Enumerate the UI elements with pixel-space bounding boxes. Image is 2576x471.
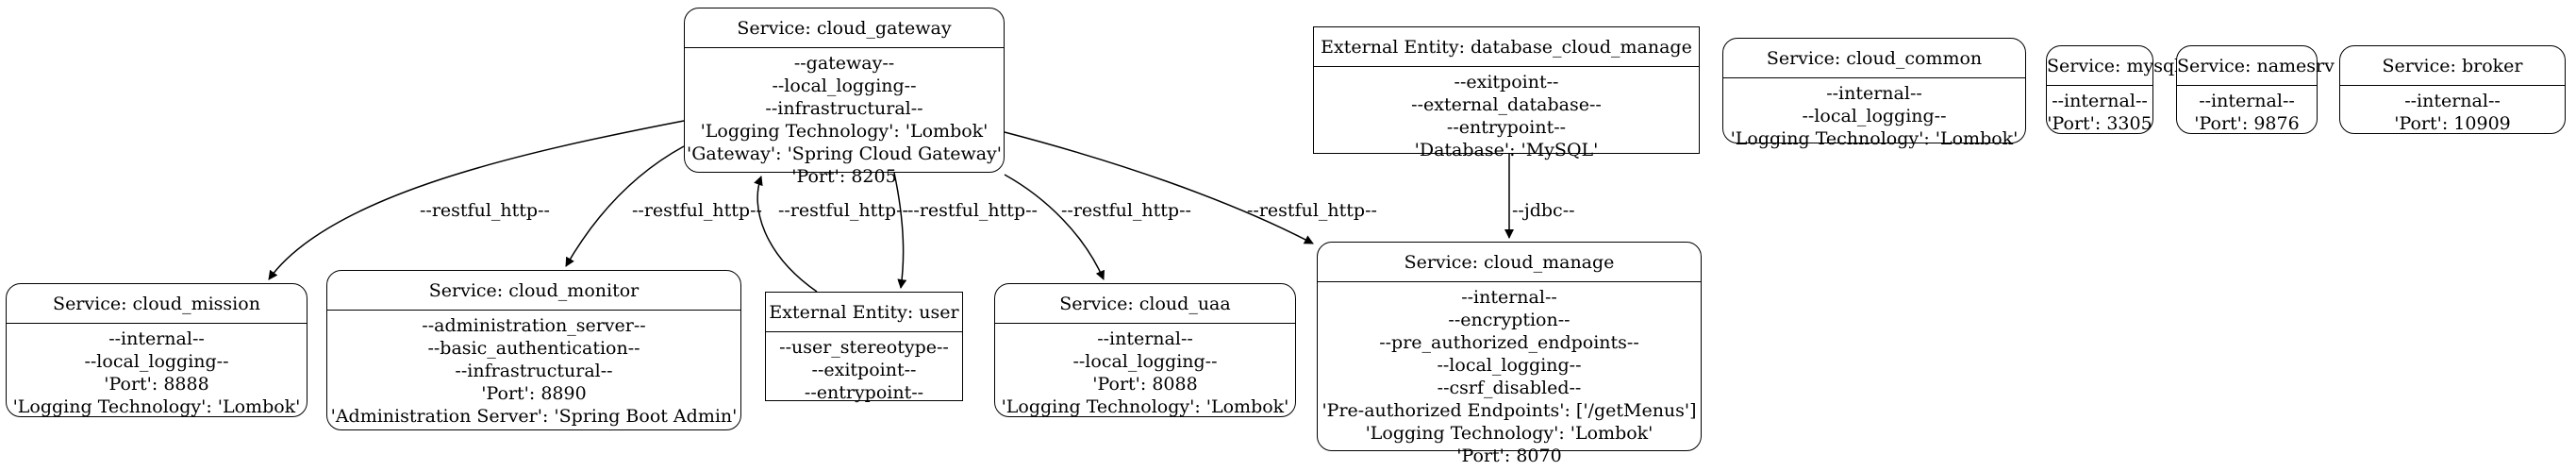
edge-label: --restful_http--	[420, 200, 550, 221]
node-property-line: --user_stereotype--	[779, 337, 949, 358]
node-property-line: --infrastructural--	[765, 98, 923, 119]
node-property-line: 'Port': 8890	[481, 383, 587, 404]
node-property-line: --basic_authentication--	[427, 338, 640, 359]
node-property-line: --local_logging--	[84, 351, 229, 372]
edge-label: --restful_http--	[1247, 200, 1377, 221]
node-title: External Entity: database_cloud_manage	[1314, 27, 1699, 67]
node-cloud-common: Service: cloud_common --internal----local…	[1722, 38, 2026, 149]
edge-cloud-gateway-to-cloud-mission	[268, 120, 685, 280]
node-property-line: 'Port': 8205	[791, 166, 897, 187]
node-cloud-gateway: Service: cloud_gateway --gateway----local…	[684, 8, 1005, 187]
node-property-line: --local_logging--	[1072, 351, 1218, 372]
node-properties: --internal----local_logging--'Port': 808…	[995, 324, 1295, 422]
node-property-line: 'Logging Technology': 'Lombok'	[1730, 128, 2019, 149]
node-mysql: Service: mysql --internal--'Port': 3305	[2046, 45, 2180, 134]
node-property-line: --exitpoint--	[1454, 72, 1559, 93]
node-properties: --internal--'Port': 3305	[2047, 86, 2152, 139]
node-namesrv: Service: namesrv --internal--'Port': 9876	[2176, 45, 2335, 134]
node-property-line: --internal--	[1461, 287, 1557, 308]
node-title: Service: namesrv	[2177, 46, 2335, 86]
node-property-line: --internal--	[108, 328, 205, 349]
node-property-line: --gateway--	[793, 53, 895, 74]
node-property-line: 'Logging Technology': 'Lombok'	[700, 121, 989, 142]
node-properties: --gateway----local_logging----infrastruc…	[685, 48, 1004, 192]
edge-label: --restful_http--	[1061, 200, 1191, 221]
node-user: External Entity: user --user_stereotype--…	[765, 292, 963, 403]
node-broker: Service: broker --internal--'Port': 10909	[2339, 45, 2566, 134]
node-property-line: 'Port': 10909	[2394, 113, 2511, 134]
node-property-line: --entrypoint--	[1446, 117, 1567, 138]
node-database-cloud-manage: External Entity: database_cloud_manage --…	[1313, 26, 1700, 160]
node-property-line: --pre_authorized_endpoints--	[1379, 332, 1639, 353]
node-property-line: --internal--	[2199, 91, 2295, 111]
node-property-line: --csrf_disabled--	[1437, 378, 1582, 398]
node-property-line: --local_logging--	[772, 76, 917, 96]
node-title: Service: cloud_common	[1723, 39, 2025, 78]
node-property-line: --entrypoint--	[804, 382, 924, 403]
node-properties: --internal--'Port': 9876	[2177, 86, 2317, 139]
node-title: Service: cloud_uaa	[995, 284, 1295, 324]
edge-cloud-gateway-to-cloud-manage	[1004, 131, 1314, 244]
node-properties: --user_stereotype----exitpoint----entryp…	[766, 332, 962, 408]
node-properties: --internal--'Port': 10909	[2340, 86, 2565, 139]
node-properties: --internal----local_logging--'Logging Te…	[1723, 78, 2025, 154]
node-property-line: 'Pre-authorized Endpoints': ['/getMenus'…	[1321, 400, 1697, 421]
node-properties: --exitpoint----external_database----entr…	[1314, 67, 1699, 165]
node-cloud-manage: Service: cloud_manage --internal----encry…	[1317, 242, 1702, 466]
node-properties: --internal----encryption----pre_authoriz…	[1318, 282, 1701, 471]
node-property-line: 'Port': 8070	[1456, 446, 1562, 466]
node-property-line: --internal--	[2052, 91, 2148, 111]
node-property-line: --local_logging--	[1437, 355, 1582, 376]
node-properties: --internal----local_logging--'Port': 888…	[7, 324, 307, 422]
edges-layer: --restful_http----restful_http----restfu…	[268, 120, 1575, 293]
node-property-line: 'Logging Technology': 'Lombok'	[12, 396, 301, 417]
node-title: Service: mysql	[2047, 46, 2180, 86]
edge-user-to-cloud-gateway	[754, 176, 818, 293]
node-property-line: --local_logging--	[1802, 106, 1947, 126]
node-property-line: --internal--	[1097, 328, 1193, 349]
node-property-line: --encryption--	[1448, 310, 1571, 330]
node-property-line: --internal--	[1826, 83, 1922, 104]
node-property-line: --infrastructural--	[455, 361, 613, 381]
node-title: Service: broker	[2340, 46, 2565, 86]
node-property-line: --external_database--	[1411, 94, 1602, 115]
node-property-line: 'Port': 8888	[104, 374, 209, 395]
node-property-line: --administration_server--	[422, 315, 646, 336]
node-title: Service: cloud_monitor	[327, 271, 740, 311]
node-property-line: 'Database': 'MySQL'	[1414, 140, 1599, 160]
edge-label: --restful_http--	[778, 200, 908, 221]
node-property-line: --internal--	[2404, 91, 2501, 111]
node-property-line: 'Port': 3305	[2047, 113, 2152, 134]
node-cloud-uaa: Service: cloud_uaa --internal----local_lo…	[994, 283, 1296, 417]
node-properties: --administration_server----basic_authent…	[327, 311, 740, 431]
node-title: Service: cloud_manage	[1318, 243, 1701, 282]
node-title: Service: cloud_mission	[7, 284, 307, 324]
node-cloud-monitor: Service: cloud_monitor--administration_s…	[326, 270, 741, 430]
edge-cloud-gateway-to-user	[893, 172, 907, 289]
node-property-line: 'Logging Technology': 'Lombok'	[1001, 396, 1289, 417]
node-property-line: 'Port': 8088	[1092, 374, 1198, 395]
node-title: Service: cloud_gateway	[685, 8, 1004, 48]
architecture-diagram: --restful_http----restful_http----restfu…	[6, 8, 2566, 466]
edge-label: --restful_http--	[632, 200, 762, 221]
edge-cloud-gateway-to-cloud-monitor	[565, 145, 685, 267]
edge-cloud-gateway-to-cloud-uaa	[1004, 174, 1105, 280]
node-property-line: 'Logging Technology': 'Lombok'	[1365, 423, 1654, 444]
edge-label: --jdbc--	[1512, 200, 1575, 221]
node-property-line: 'Gateway': 'Spring Cloud Gateway'	[686, 143, 1003, 164]
node-property-line: 'Port': 9876	[2194, 113, 2300, 134]
node-title: External Entity: user	[766, 293, 962, 332]
edge-label: --restful_http--	[907, 200, 1038, 221]
node-property-line: --exitpoint--	[811, 360, 917, 380]
node-cloud-mission: Service: cloud_mission --internal----loca…	[6, 283, 307, 417]
node-property-line: 'Administration Server': 'Spring Boot Ad…	[330, 406, 738, 427]
